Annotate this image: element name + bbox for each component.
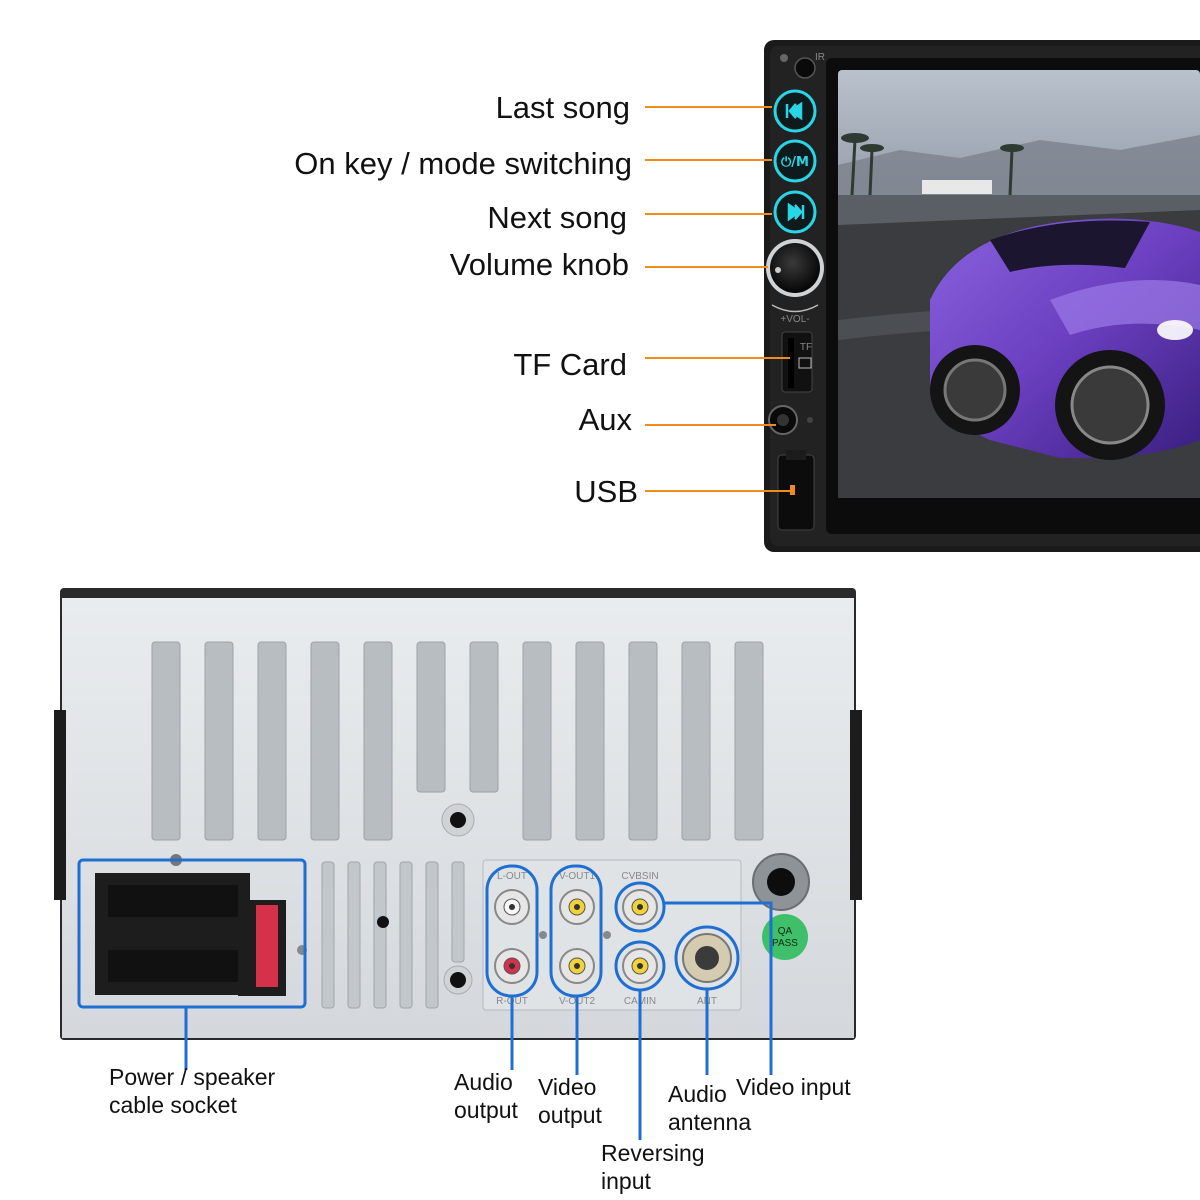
svg-text:PASS: PASS xyxy=(772,938,798,949)
qa-pass-badge: QA PASS xyxy=(762,914,808,960)
cvbs-in-label: CVBSIN xyxy=(621,871,658,882)
ir-label: IR xyxy=(815,52,825,63)
label-video-output: Video output xyxy=(538,1073,602,1129)
ir-sensor xyxy=(795,58,815,78)
next-song-button[interactable] xyxy=(775,192,815,232)
label-volume-knob: Volume knob xyxy=(229,247,629,283)
mic-icon xyxy=(780,54,788,62)
label-next-song: Next song xyxy=(227,200,627,236)
last-song-button[interactable] xyxy=(775,91,815,131)
tf-card-slot[interactable]: TF xyxy=(782,332,812,392)
tf-label: TF xyxy=(800,342,812,353)
video-out2-jack[interactable] xyxy=(560,949,594,983)
volume-knob[interactable] xyxy=(766,239,824,297)
v-out1-label: V-OUT1 xyxy=(559,871,596,882)
mode-button[interactable]: ⏻/M xyxy=(775,141,815,181)
label-audio-output: Audio output xyxy=(454,1068,518,1124)
video-in-jack[interactable] xyxy=(623,890,657,924)
svg-text:QA: QA xyxy=(778,926,793,937)
power-mode-icon: ⏻/M xyxy=(781,155,809,170)
audio-out-left-jack[interactable] xyxy=(495,890,529,924)
sports-car-image xyxy=(930,219,1200,460)
label-last-song: Last song xyxy=(230,90,630,126)
label-reversing-input: Reversing input xyxy=(601,1139,705,1195)
label-power-socket: Power / speaker cable socket xyxy=(109,1063,275,1119)
label-video-input: Video input xyxy=(736,1073,851,1101)
label-usb: USB xyxy=(238,474,638,510)
vol-label: +VOL- xyxy=(780,314,809,325)
camera-in-jack[interactable] xyxy=(623,949,657,983)
rear-panel: L-OUT V-OUT1 CVBSIN R-OUT V-OUT2 CAMIN A… xyxy=(54,588,862,1040)
label-mode-switching: On key / mode switching xyxy=(232,146,632,182)
antenna-jack[interactable] xyxy=(683,934,731,982)
video-out1-jack[interactable] xyxy=(560,890,594,924)
label-tf-card: TF Card xyxy=(227,347,627,383)
label-aux: Aux xyxy=(232,402,632,438)
l-out-label: L-OUT xyxy=(497,871,527,882)
audio-out-right-jack[interactable] xyxy=(495,949,529,983)
